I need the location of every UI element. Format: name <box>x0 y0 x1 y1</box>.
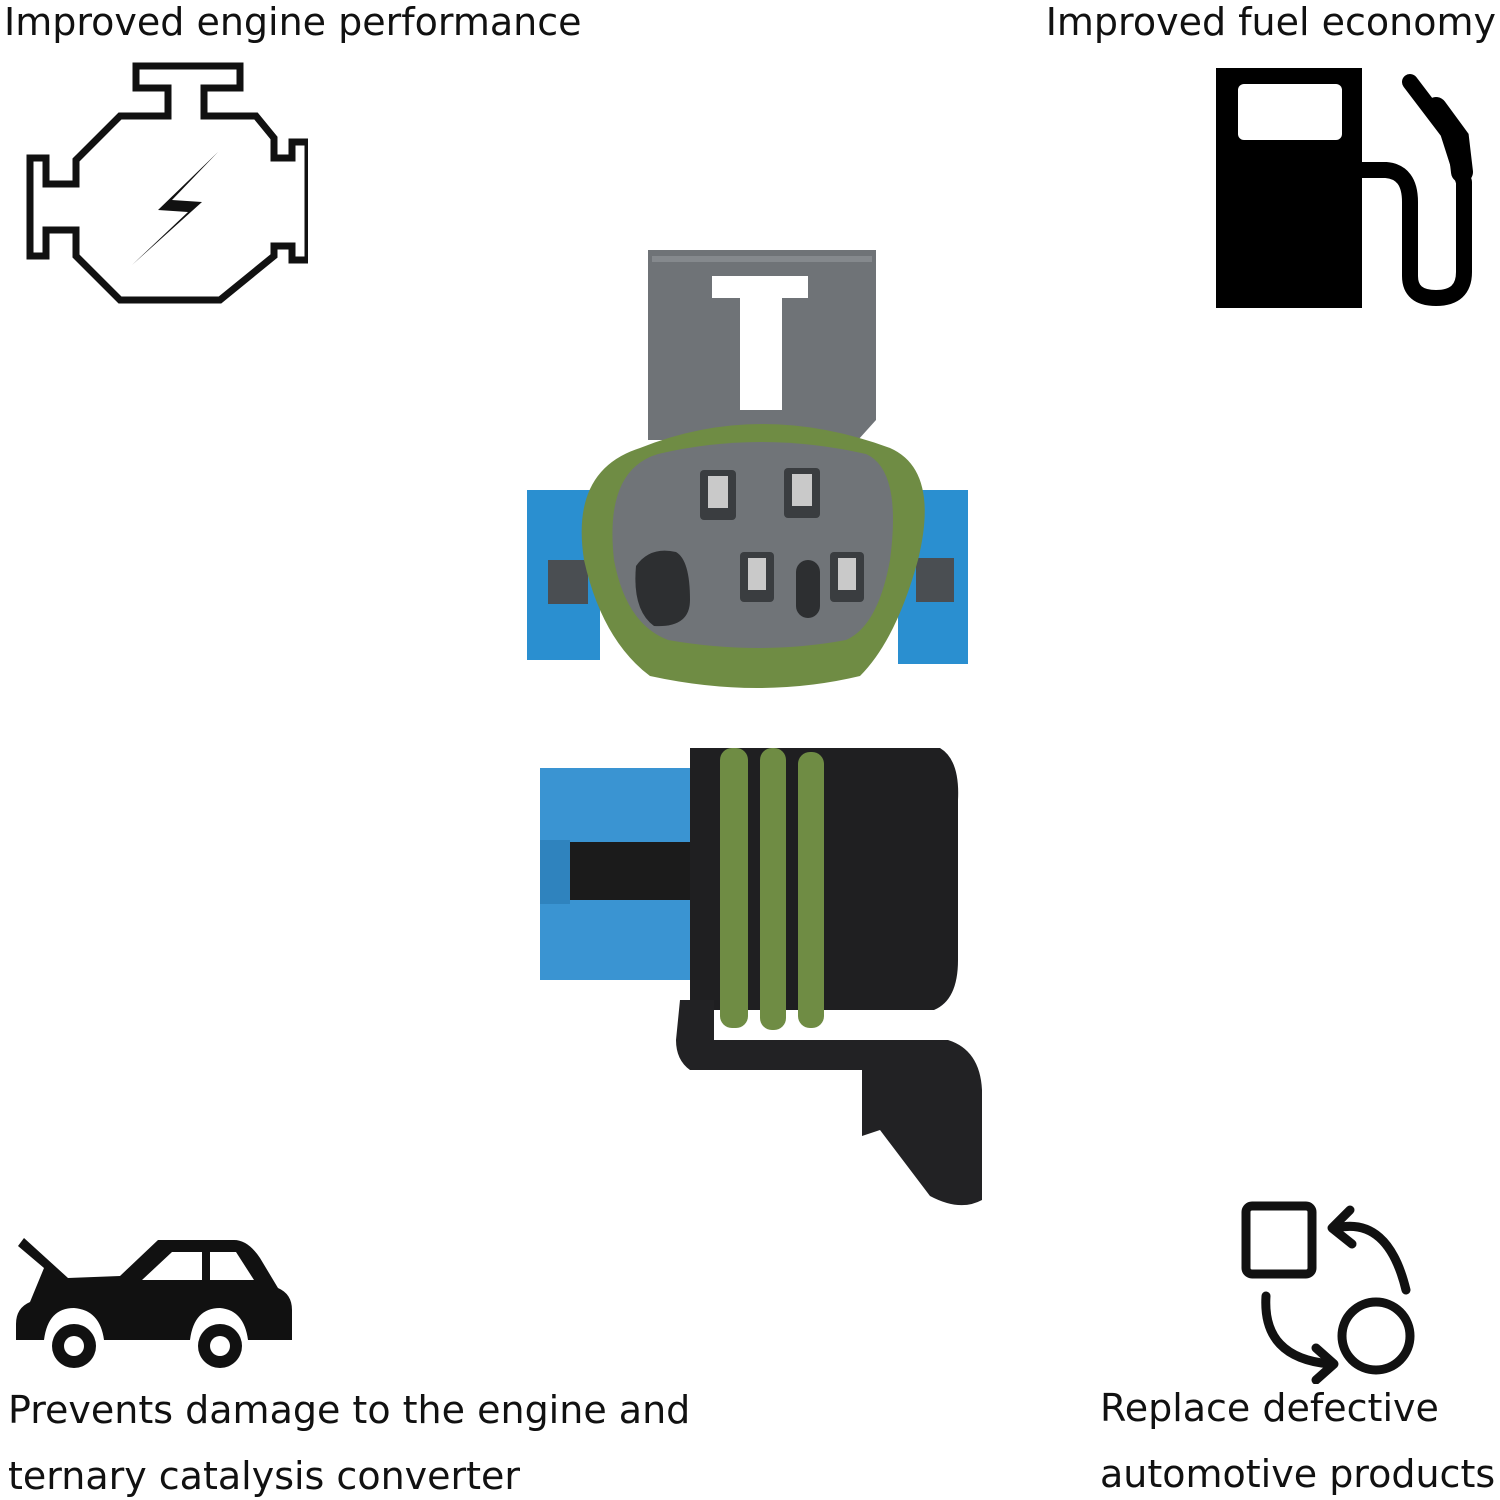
replace-cycle-icon <box>1241 1201 1415 1384</box>
engine-check-icon <box>26 62 308 304</box>
engine-feature-caption: Improved engine performance <box>4 0 582 44</box>
replace-caption-line-2: automotive products <box>1100 1452 1496 1496</box>
replace-caption-line-1: Replace defective <box>1100 1386 1439 1430</box>
plug-black-body <box>690 748 959 1010</box>
connector-product-image <box>527 250 982 1206</box>
plug-seal-ring <box>760 748 786 1030</box>
plug-lever <box>676 1000 982 1206</box>
car-open-hood-icon <box>16 1238 292 1368</box>
fuel-pump-icon <box>1216 68 1473 308</box>
protection-caption-line-2: ternary catalysis converter <box>8 1454 521 1498</box>
protection-caption-line-1: Prevents damage to the engine and <box>8 1388 691 1432</box>
fuel-feature-caption: Improved fuel economy <box>1045 0 1496 44</box>
plug-seal-ring <box>798 752 824 1028</box>
plug-seal-ring <box>720 748 748 1028</box>
